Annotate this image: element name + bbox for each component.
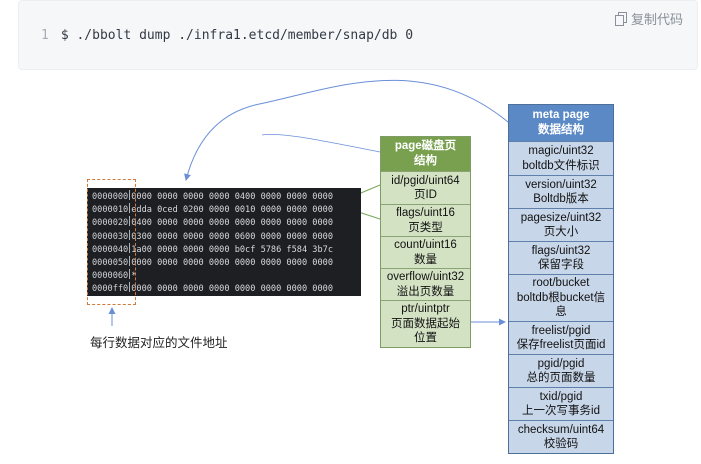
- copy-code-label: 复制代码: [630, 12, 683, 27]
- page-field-overflow: overflow/uint32 溢出页数量: [381, 268, 470, 300]
- code-block: 复制代码 1 $ ./bbolt dump ./infra1.etcd/membe…: [18, 0, 698, 70]
- hex-row-separator: [129, 242, 131, 253]
- meta-field-pagesize: pagesize/uint32 页大小: [509, 208, 613, 241]
- hex-row-data: 0000 0000 0000 0000 0000 0000 0000 0000: [131, 258, 333, 269]
- hex-row-data: *: [131, 271, 137, 282]
- copy-code-button[interactable]: 复制代码: [614, 9, 683, 28]
- meta-field-freelist: freelist/pgid 保存freelist页面id: [509, 321, 613, 354]
- hex-row-separator: [129, 203, 131, 214]
- page-to-hex-arrow: [261, 134, 381, 153]
- meta-field-magic: magic/uint32 boltdb文件标识: [509, 141, 613, 175]
- hex-row-address: 0000000: [92, 192, 129, 202]
- page-header-table: page磁盘页 结构 id/pgid/uint64 页ID flags/uint…: [380, 136, 471, 348]
- meta-field-root: root/bucket boltdb根bucket信 息: [509, 274, 613, 321]
- hex-row-address: 0000040: [92, 244, 129, 255]
- command-text: $ ./bbolt dump ./infra1.etcd/member/snap…: [60, 28, 414, 43]
- hex-row-address: 0000010: [92, 205, 129, 216]
- hex-row-address: 0000060: [92, 271, 129, 282]
- line-number: 1: [41, 28, 49, 43]
- hex-row-data: 0300 0000 0000 0000 0600 0000 0000 0000: [131, 231, 333, 242]
- address-column-highlight: [87, 179, 136, 305]
- hex-row-data: 1a00 0000 0000 0000 b0cf 5786 f584 3b7c: [131, 244, 333, 255]
- hex-row-data: 0000 0000 0000 0000 0400 0000 0000 0000: [131, 192, 333, 202]
- hex-row-separator: [129, 190, 131, 200]
- page-field-count: count/uint16 数量: [381, 236, 470, 268]
- page-field-ptr: ptr/uintptr 页面数据起始 位置: [381, 300, 470, 347]
- copy-icon: [614, 11, 627, 26]
- hex-row-separator: [129, 229, 131, 240]
- meta-page-table: meta page 数据结构 magic/uint32 boltdb文件标识 v…: [508, 104, 614, 454]
- hex-row-address: 0000ff0: [92, 284, 129, 295]
- meta-field-version: version/uint32 Boltdb版本: [509, 175, 613, 208]
- meta-page-title: meta page 数据结构: [509, 105, 613, 141]
- page-field-flags: flags/uint16 页类型: [381, 204, 470, 236]
- code-line: 1 $ ./bbolt dump ./infra1.etcd/member/sna…: [41, 28, 413, 43]
- page-header-title: page磁盘页 结构: [381, 137, 470, 171]
- meta-field-flags: flags/uint32 保留字段: [509, 241, 613, 274]
- hex-row-address: 0000030: [92, 231, 129, 242]
- meta-field-txid: txid/pgid 上一次写事务id: [509, 387, 613, 420]
- hex-row-data: edda 0ced 0200 0000 0010 0000 0000 0000: [131, 205, 333, 216]
- hex-row-separator: [129, 269, 131, 280]
- hex-row-separator: [129, 216, 131, 227]
- meta-field-pgid: pgid/pgid 总的页面数量: [509, 354, 613, 387]
- hex-row-address: 0000020: [92, 218, 129, 229]
- hex-row: 0000060*: [92, 269, 361, 282]
- hex-row-separator: [129, 282, 131, 293]
- hex-row-data: 0400 0000 0000 0000 0000 0000 0000 0000: [131, 218, 333, 229]
- meta-field-checksum: checksum/uint64 校验码: [509, 420, 613, 453]
- hex-row-separator: [129, 256, 131, 267]
- hex-row-address: 0000050: [92, 258, 129, 269]
- hex-row-data: 0000 0000 0000 0000 0000 0000 0000 0000: [131, 284, 333, 295]
- address-caption: 每行数据对应的文件地址: [90, 336, 228, 350]
- page-field-id: id/pgid/uint64 页ID: [381, 171, 470, 204]
